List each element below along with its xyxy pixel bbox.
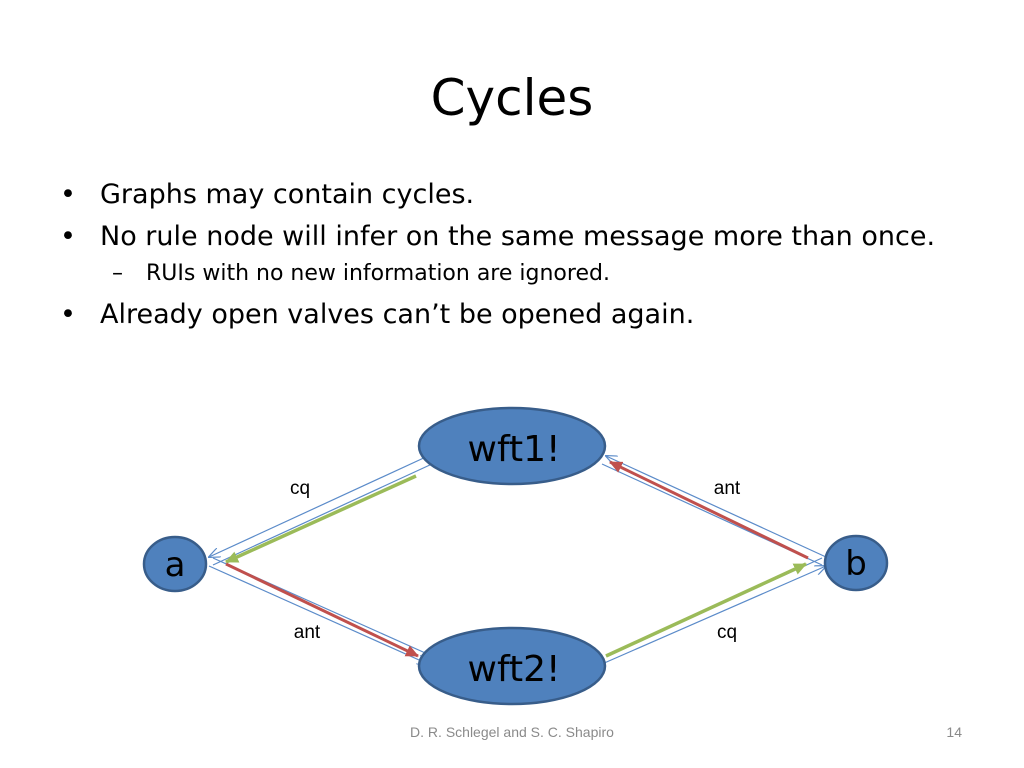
edge-label-ant: ant: [294, 622, 321, 643]
message-arrow-green: [225, 474, 417, 564]
bullet-list: Graphs may contain cycles. No rule node …: [60, 178, 960, 340]
edge-label-cq: cq: [717, 622, 737, 643]
footer-credit: D. R. Schlegel and S. C. Shapiro: [410, 724, 614, 740]
node-label: a: [165, 545, 186, 585]
sub-bullet-item: RUIs with no new information are ignored…: [60, 260, 960, 288]
message-arrow-green: [605, 562, 807, 658]
page-number: 14: [946, 724, 962, 740]
node-b: b: [823, 534, 889, 592]
edge-b-to-wft1: [601, 456, 827, 566]
node-label: wft1!: [468, 429, 561, 470]
bullet-item: No rule node will infer on the same mess…: [60, 220, 960, 253]
bullet-item: Already open valves can’t be opened agai…: [60, 298, 960, 331]
message-arrow-red: [225, 562, 419, 658]
edge-wft2-to-b: [601, 557, 826, 665]
edge-label-ant: ant: [714, 478, 741, 499]
node-label: b: [845, 544, 867, 584]
node-wft2: wft2!: [417, 626, 607, 706]
node-wft1: wft1!: [417, 406, 607, 486]
message-arrow-red: [609, 460, 809, 560]
edge-label-cq: cq: [290, 478, 310, 499]
node-a: a: [142, 535, 208, 593]
bullet-item: Graphs may contain cycles.: [60, 178, 960, 211]
node-label: wft2!: [468, 649, 561, 690]
edge-wft1-to-a: [209, 455, 433, 566]
slide-title: Cycles: [430, 69, 594, 127]
